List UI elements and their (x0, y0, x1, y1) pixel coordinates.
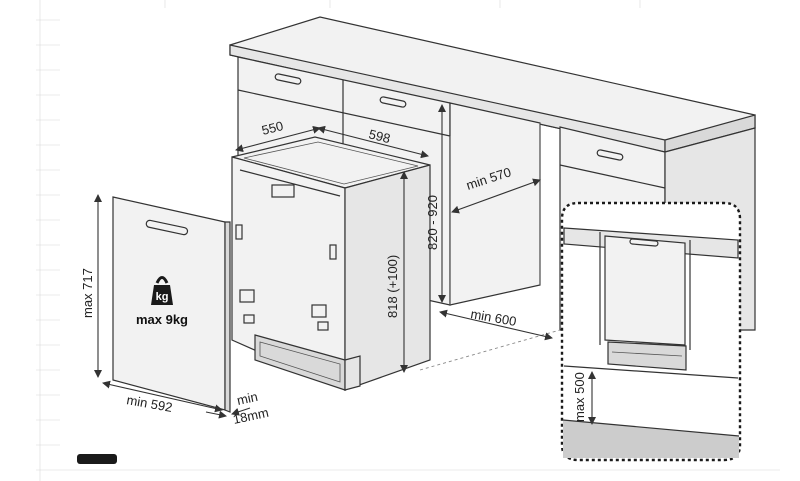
panel-width-dimension: min 592 (125, 392, 173, 415)
width-dimension: 598 (367, 126, 392, 146)
weight-icon-label: kg (156, 291, 169, 303)
depth-dimension: 550 (260, 118, 285, 138)
kettlebell-weight-icon: kg (151, 276, 173, 305)
background-grid (36, 0, 780, 481)
height-dimension: 818 (+100) (385, 255, 400, 318)
page-badge (77, 454, 117, 464)
dishwasher (231, 136, 431, 391)
door-panel: kg max 9kg (112, 196, 231, 413)
plinth-height-dimension: max 500 (572, 372, 587, 422)
panel-thickness-min: min (236, 389, 260, 408)
panel-thickness-value: 18mm (232, 405, 270, 427)
niche-width-dimension: min 600 (469, 306, 517, 329)
detail-inset: max 500 (560, 201, 742, 462)
panel-weight-label: max 9kg (136, 312, 188, 327)
niche-height-dimension: 820 - 920 (425, 195, 440, 250)
panel-height-dimension: max 717 (80, 268, 95, 318)
dimension-lines (94, 104, 553, 419)
